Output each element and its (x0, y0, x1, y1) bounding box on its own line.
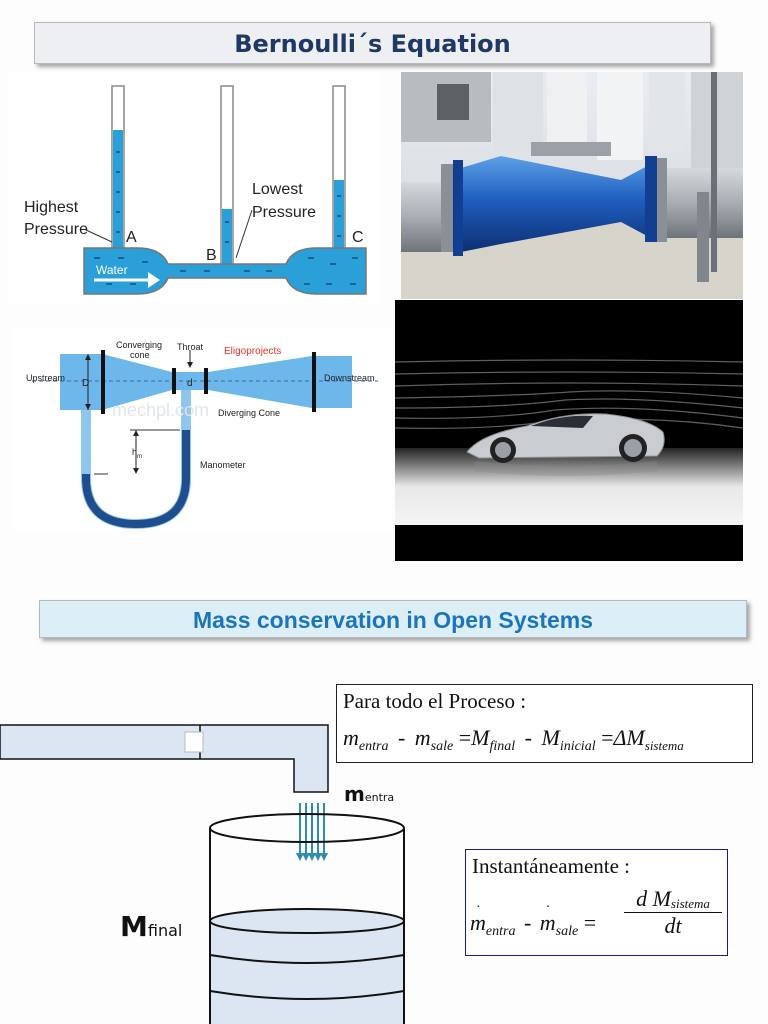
tube-c (332, 85, 346, 251)
label-diverging: Diverging Cone (218, 408, 280, 418)
label-lowest-1: Lowest (252, 181, 303, 198)
label-a: A (126, 229, 137, 246)
car-aerodynamics-photo (395, 300, 743, 561)
tank-liquid (210, 921, 404, 1024)
flow-arrow-icon (148, 272, 160, 288)
tube-a (111, 85, 125, 249)
equation-full-process: Para todo el Proceso : mentra - msale =M… (336, 684, 753, 763)
dot-icon: · (476, 900, 481, 915)
equation-instantaneous-body: m·entra - m·sale = (470, 900, 597, 939)
label-water: Water (96, 263, 128, 277)
label-highest-1: Highest (24, 199, 79, 216)
label-brand: Eligoprojects (224, 346, 281, 357)
label-hm: hm (132, 447, 142, 460)
industrial-venturi-photo (401, 72, 743, 299)
label-d: d (187, 378, 193, 389)
label-throat: Throat (177, 342, 204, 352)
equation-full-process-body: mentra - msale =Mfinal - Minicial =ΔMsis… (343, 725, 684, 754)
label-c: C (352, 229, 364, 246)
flow-arrows (296, 803, 328, 861)
svg-text:mechpl.com: mechpl.com (112, 400, 209, 420)
fraction: d Msistema dt (624, 886, 722, 939)
label-m-final: Mfinal (120, 910, 183, 943)
equation-full-process-title: Para todo el Proceso : (343, 689, 527, 713)
label-converging-2: cone (130, 350, 150, 360)
tank-diagram (0, 715, 440, 1024)
equation-instantaneous-title: Instantáneamente : (472, 854, 631, 878)
equation-instantaneous: Instantáneamente : m·entra - m·sale = d … (465, 849, 728, 956)
page-title: Bernoulli´s Equation (34, 22, 711, 64)
tube-b (220, 85, 234, 267)
label-lowest-2: Pressure (252, 204, 316, 221)
label-downstream: Downstream (324, 373, 375, 383)
label-D: D (82, 378, 89, 389)
label-converging-1: Converging (116, 340, 162, 350)
section-title: Mass conservation in Open Systems (39, 600, 747, 638)
inlet-pipe (0, 724, 329, 793)
label-manometer: Manometer (200, 460, 246, 470)
label-m-entra: mentra (344, 782, 395, 806)
venturi-meter-diagram: mechpl.com Converging cone Throat Eligop… (12, 328, 392, 530)
dot-icon: · (545, 900, 551, 915)
label-b: B (206, 247, 217, 264)
bernoulli-tube-diagram: Water Highest Pressure Lowest Pressure A… (8, 72, 380, 304)
label-highest-2: Pressure (24, 221, 88, 238)
label-upstream: Upstream (26, 373, 65, 383)
